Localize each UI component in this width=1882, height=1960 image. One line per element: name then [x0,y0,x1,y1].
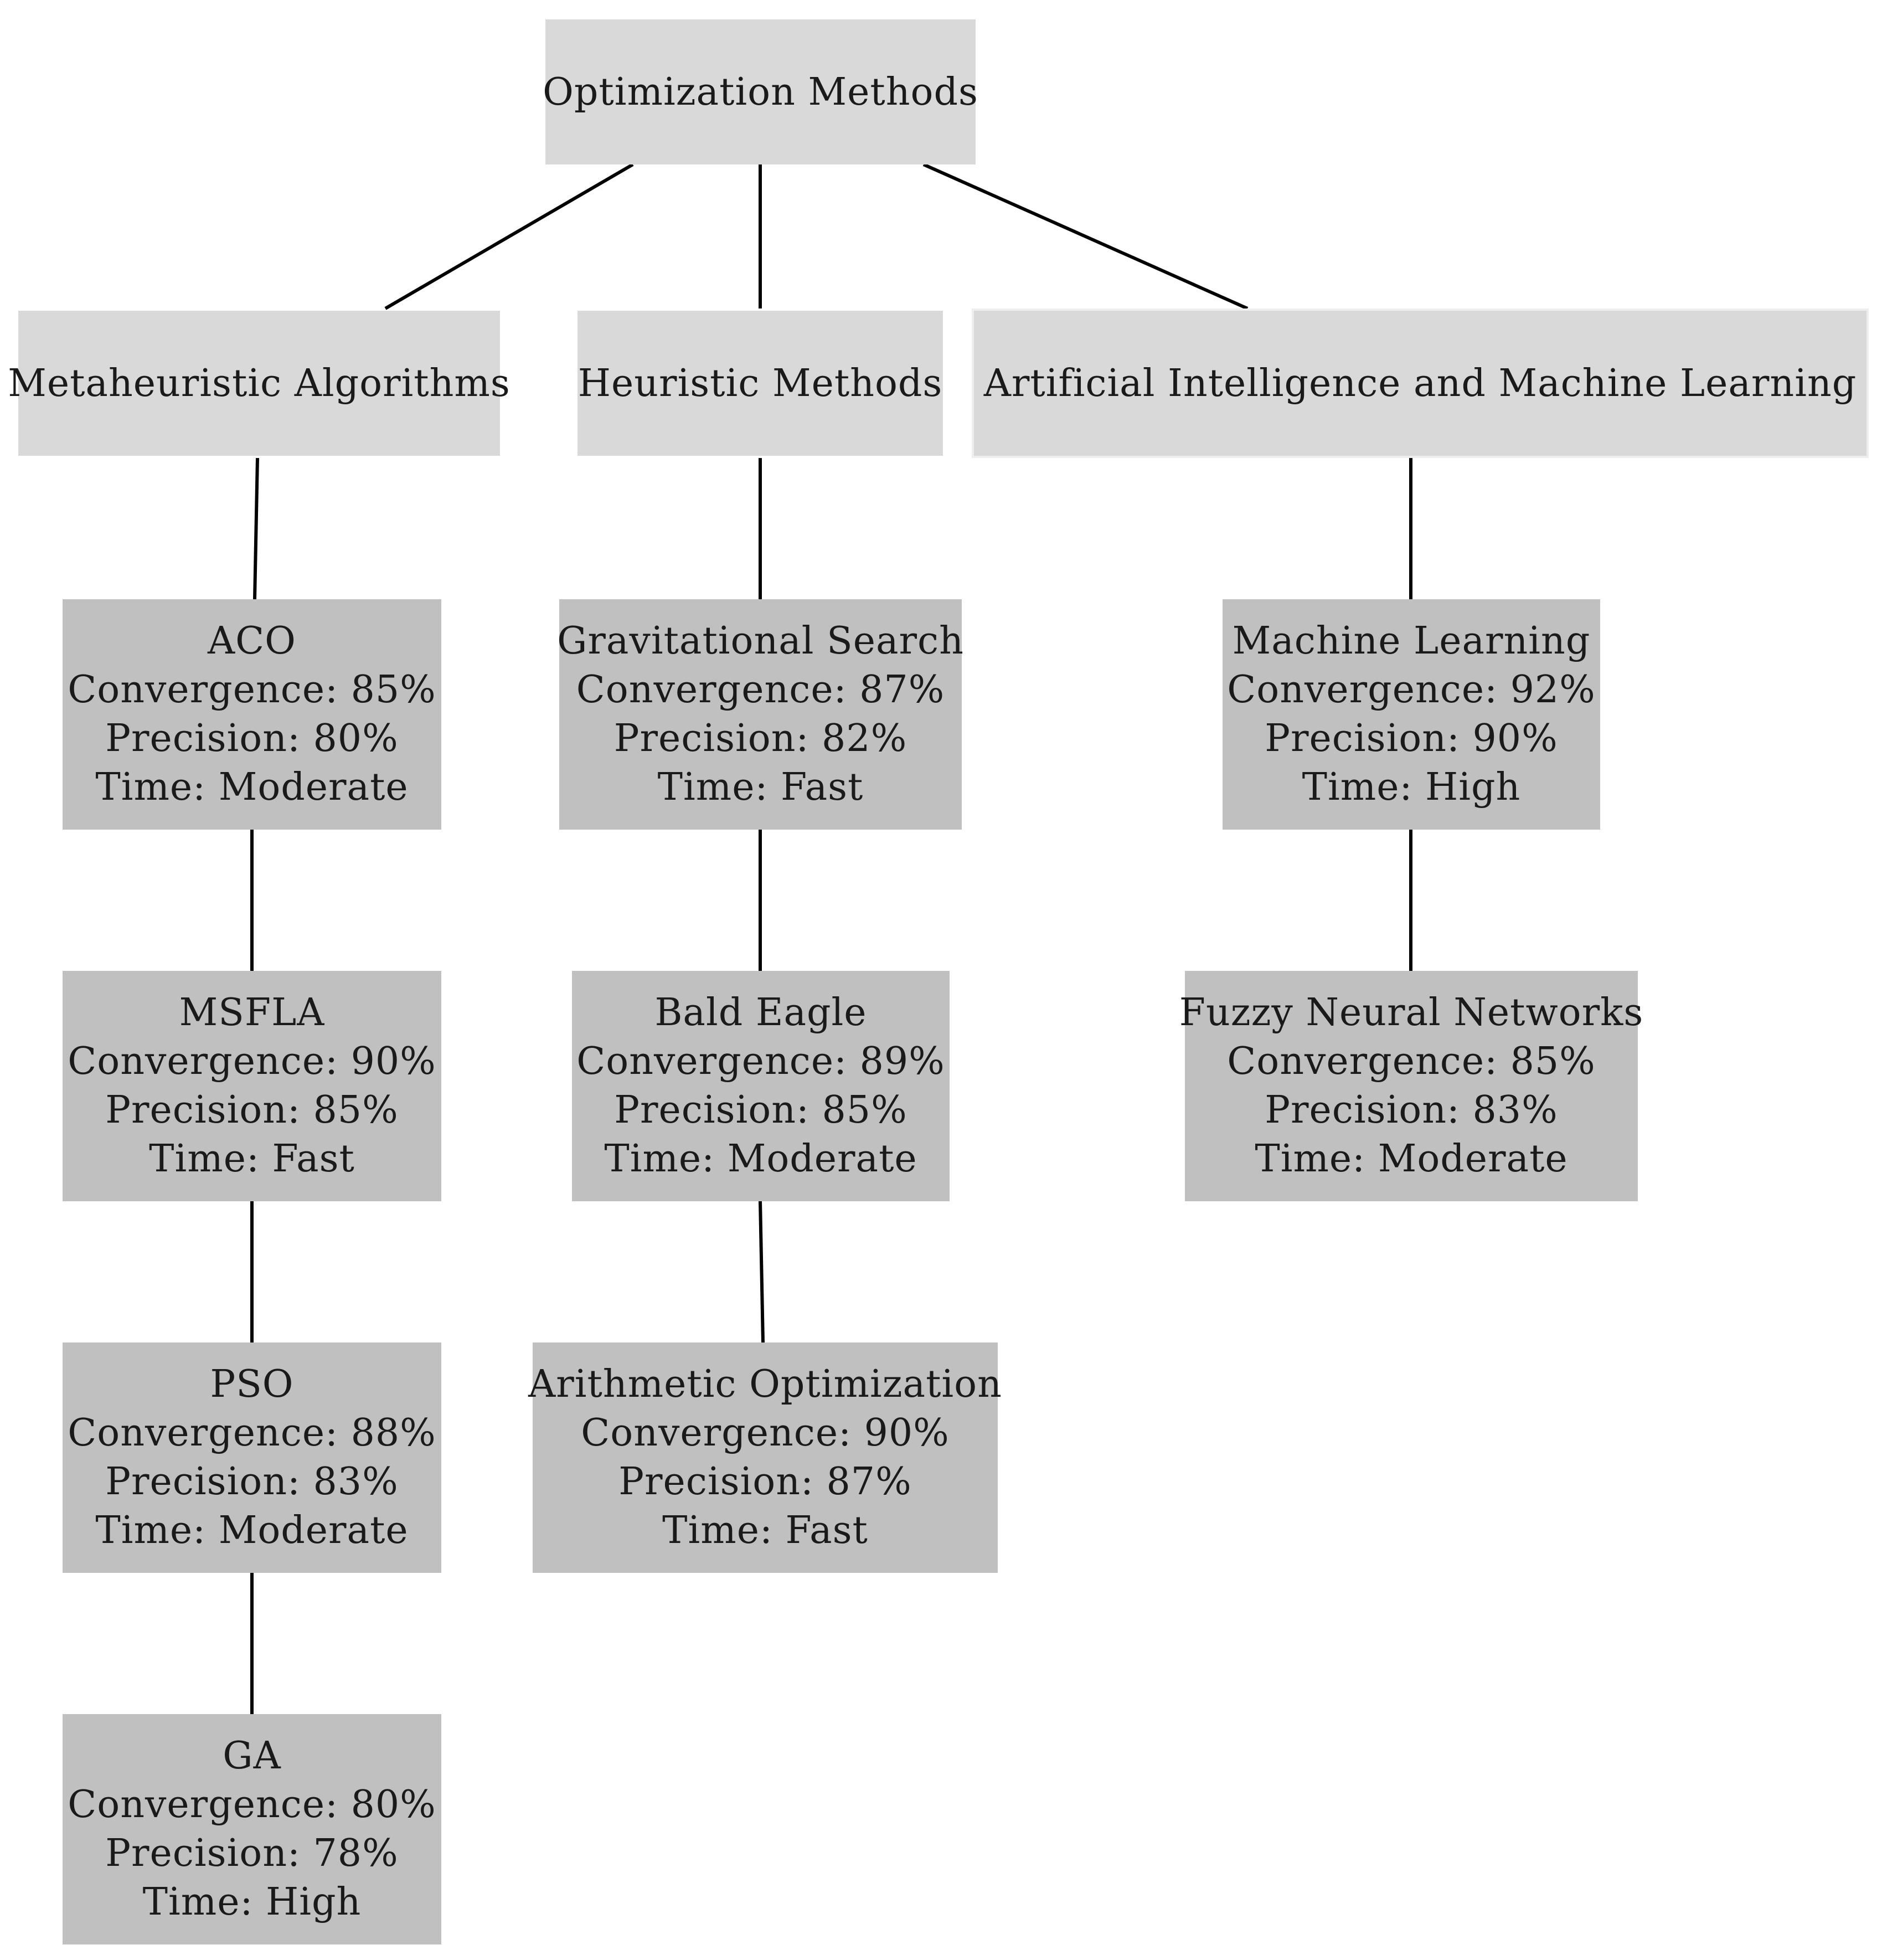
method-name: ACO [208,619,296,663]
method-precision: Precision: 90% [1265,717,1558,760]
root-label: Optimization Methods [543,70,978,114]
method-node-ga: GA Convergence: 80% Precision: 78% Time:… [63,1714,441,1944]
method-time: Time: Moderate [95,1509,409,1552]
method-name: Fuzzy Neural Networks [1179,991,1644,1035]
method-name: GA [223,1734,281,1778]
method-node-arithmetic-optimization: Arithmetic Optimization Convergence: 90%… [528,1342,1002,1573]
method-node-fuzzy-neural-networks: Fuzzy Neural Networks Convergence: 85% P… [1179,971,1643,1201]
method-precision: Precision: 78% [105,1832,399,1875]
method-time: Time: Moderate [95,765,409,809]
category-ai-machine-learning: Artificial Intelligence and Machine Lear… [972,308,1869,458]
root-node: Optimization Methods [543,19,978,164]
edge-bald-eagle-arithmetic [759,1201,765,1343]
method-precision: Precision: 85% [614,1088,908,1132]
method-convergence: Convergence: 92% [1227,668,1596,712]
edge-metaheuristic-aco [253,457,259,600]
method-convergence: Convergence: 89% [576,1040,945,1083]
method-convergence: Convergence: 85% [68,668,436,712]
method-time: Time: High [142,1880,362,1924]
method-node-bald-eagle: Bald Eagle Convergence: 89% Precision: 8… [572,971,950,1201]
method-precision: Precision: 85% [105,1088,399,1132]
method-name: MSFLA [179,991,325,1035]
method-node-aco: ACO Convergence: 85% Precision: 80% Time… [63,599,441,830]
category-heuristic-methods: Heuristic Methods [578,311,943,456]
method-time: Time: Moderate [1255,1137,1568,1181]
category-label: Heuristic Methods [578,361,943,405]
method-time: Time: High [1302,765,1521,809]
method-node-msfla: MSFLA Convergence: 90% Precision: 85% Ti… [63,971,441,1201]
method-convergence: Convergence: 90% [581,1411,950,1455]
category-label: Metaheuristic Algorithms [8,361,511,405]
method-precision: Precision: 80% [105,717,399,760]
method-precision: Precision: 83% [1265,1088,1558,1132]
edge-root-ai-ml [922,163,1249,310]
method-node-pso: PSO Convergence: 88% Precision: 83% Time… [63,1342,441,1573]
method-node-machine-learning: Machine Learning Convergence: 92% Precis… [1223,599,1600,830]
method-precision: Precision: 83% [105,1460,399,1504]
edge-root-metaheuristic [384,163,634,310]
method-convergence: Convergence: 80% [68,1783,436,1827]
method-name: Gravitational Search [557,619,964,663]
method-convergence: Convergence: 85% [1227,1040,1596,1083]
method-name: Machine Learning [1232,619,1591,663]
method-name: Arithmetic Optimization [528,1362,1002,1406]
method-name: Bald Eagle [654,991,867,1035]
method-convergence: Convergence: 88% [68,1411,436,1455]
category-label: Artificial Intelligence and Machine Lear… [983,361,1857,405]
method-time: Time: Moderate [604,1137,917,1181]
method-time: Time: Fast [149,1137,355,1181]
method-convergence: Convergence: 87% [576,668,945,712]
method-name: PSO [210,1362,294,1406]
method-node-gravitational-search: Gravitational Search Convergence: 87% Pr… [557,599,964,830]
method-time: Time: Fast [657,765,864,809]
method-convergence: Convergence: 90% [68,1040,436,1083]
category-metaheuristic-algorithms: Metaheuristic Algorithms [8,311,510,456]
method-time: Time: Fast [662,1509,868,1552]
method-precision: Precision: 82% [613,717,908,760]
method-precision: Precision: 87% [618,1460,912,1504]
